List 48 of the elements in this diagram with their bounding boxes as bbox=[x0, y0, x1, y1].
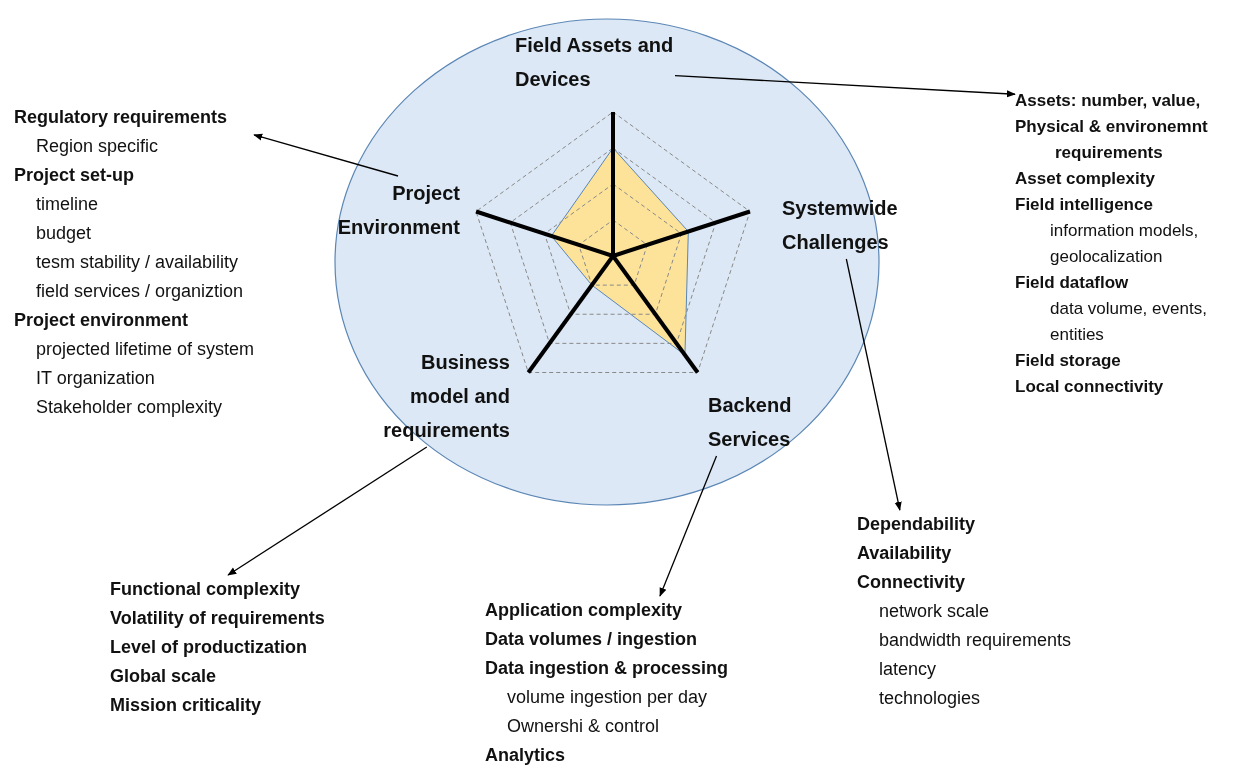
category-heading: Physical & environemnt requirements bbox=[1015, 116, 1209, 164]
category-heading: Regulatory requirements bbox=[14, 106, 228, 129]
list-item: Ownershi & control bbox=[506, 715, 660, 738]
list-item: Region specific bbox=[35, 135, 159, 158]
list-item: timeline bbox=[35, 193, 99, 216]
list-item: information models, geolocalization bbox=[1049, 220, 1200, 268]
axis-label: Project Environment bbox=[336, 176, 460, 244]
list-item: budget bbox=[35, 222, 92, 245]
list-item: Stakeholder complexity bbox=[35, 396, 223, 419]
list-item: tesm stability / availability bbox=[35, 251, 239, 274]
list-item: volume ingestion per day bbox=[506, 686, 708, 709]
category-heading: Application complexity bbox=[485, 599, 683, 622]
axis-label: Backend Services bbox=[708, 388, 793, 456]
list-item: field services / organiztion bbox=[35, 280, 244, 303]
category-heading: Assets: number, value, bbox=[1015, 90, 1201, 112]
category-heading: Project environment bbox=[14, 309, 189, 332]
arrow bbox=[659, 455, 718, 597]
axis-label: Business model and requirements bbox=[382, 345, 510, 447]
list-item: bandwidth requirements bbox=[878, 629, 1072, 652]
category-heading: Functional complexity bbox=[110, 578, 301, 601]
category-heading: Local connectivity bbox=[1015, 376, 1164, 398]
arrow bbox=[674, 74, 1016, 98]
list-item: latency bbox=[878, 658, 937, 681]
category-heading: Connectivity bbox=[857, 571, 966, 594]
arrow bbox=[253, 133, 399, 177]
arrow bbox=[227, 446, 428, 576]
list-item: data volume, events, entities bbox=[1049, 298, 1208, 346]
category-heading: Volatility of requirements bbox=[110, 607, 325, 630]
arrow bbox=[845, 258, 902, 511]
list-item: technologies bbox=[878, 687, 981, 710]
category-heading: Field intelligence bbox=[1015, 194, 1153, 216]
category-heading: Field dataflow bbox=[1015, 272, 1129, 294]
category-heading: Global scale bbox=[110, 665, 217, 688]
list-item: projected lifetime of system bbox=[35, 338, 255, 361]
list-item: network scale bbox=[878, 600, 990, 623]
category-heading: Analytics bbox=[485, 744, 566, 767]
axis-label: Field Assets and Devices bbox=[515, 28, 675, 96]
category-heading: Availability bbox=[857, 542, 952, 565]
axis-label: Systemwide Challenges bbox=[782, 191, 899, 259]
category-heading: Project set-up bbox=[14, 164, 135, 187]
category-heading: Dependability bbox=[857, 513, 976, 536]
category-heading: Data volumes / ingestion bbox=[485, 628, 698, 651]
category-heading: Asset complexity bbox=[1015, 168, 1155, 190]
category-heading: Field storage bbox=[1015, 350, 1121, 372]
category-heading: Level of productization bbox=[110, 636, 307, 659]
category-heading: Mission criticality bbox=[110, 694, 262, 717]
category-heading: Data ingestion & processing bbox=[485, 657, 729, 680]
list-item: IT organization bbox=[35, 367, 155, 390]
